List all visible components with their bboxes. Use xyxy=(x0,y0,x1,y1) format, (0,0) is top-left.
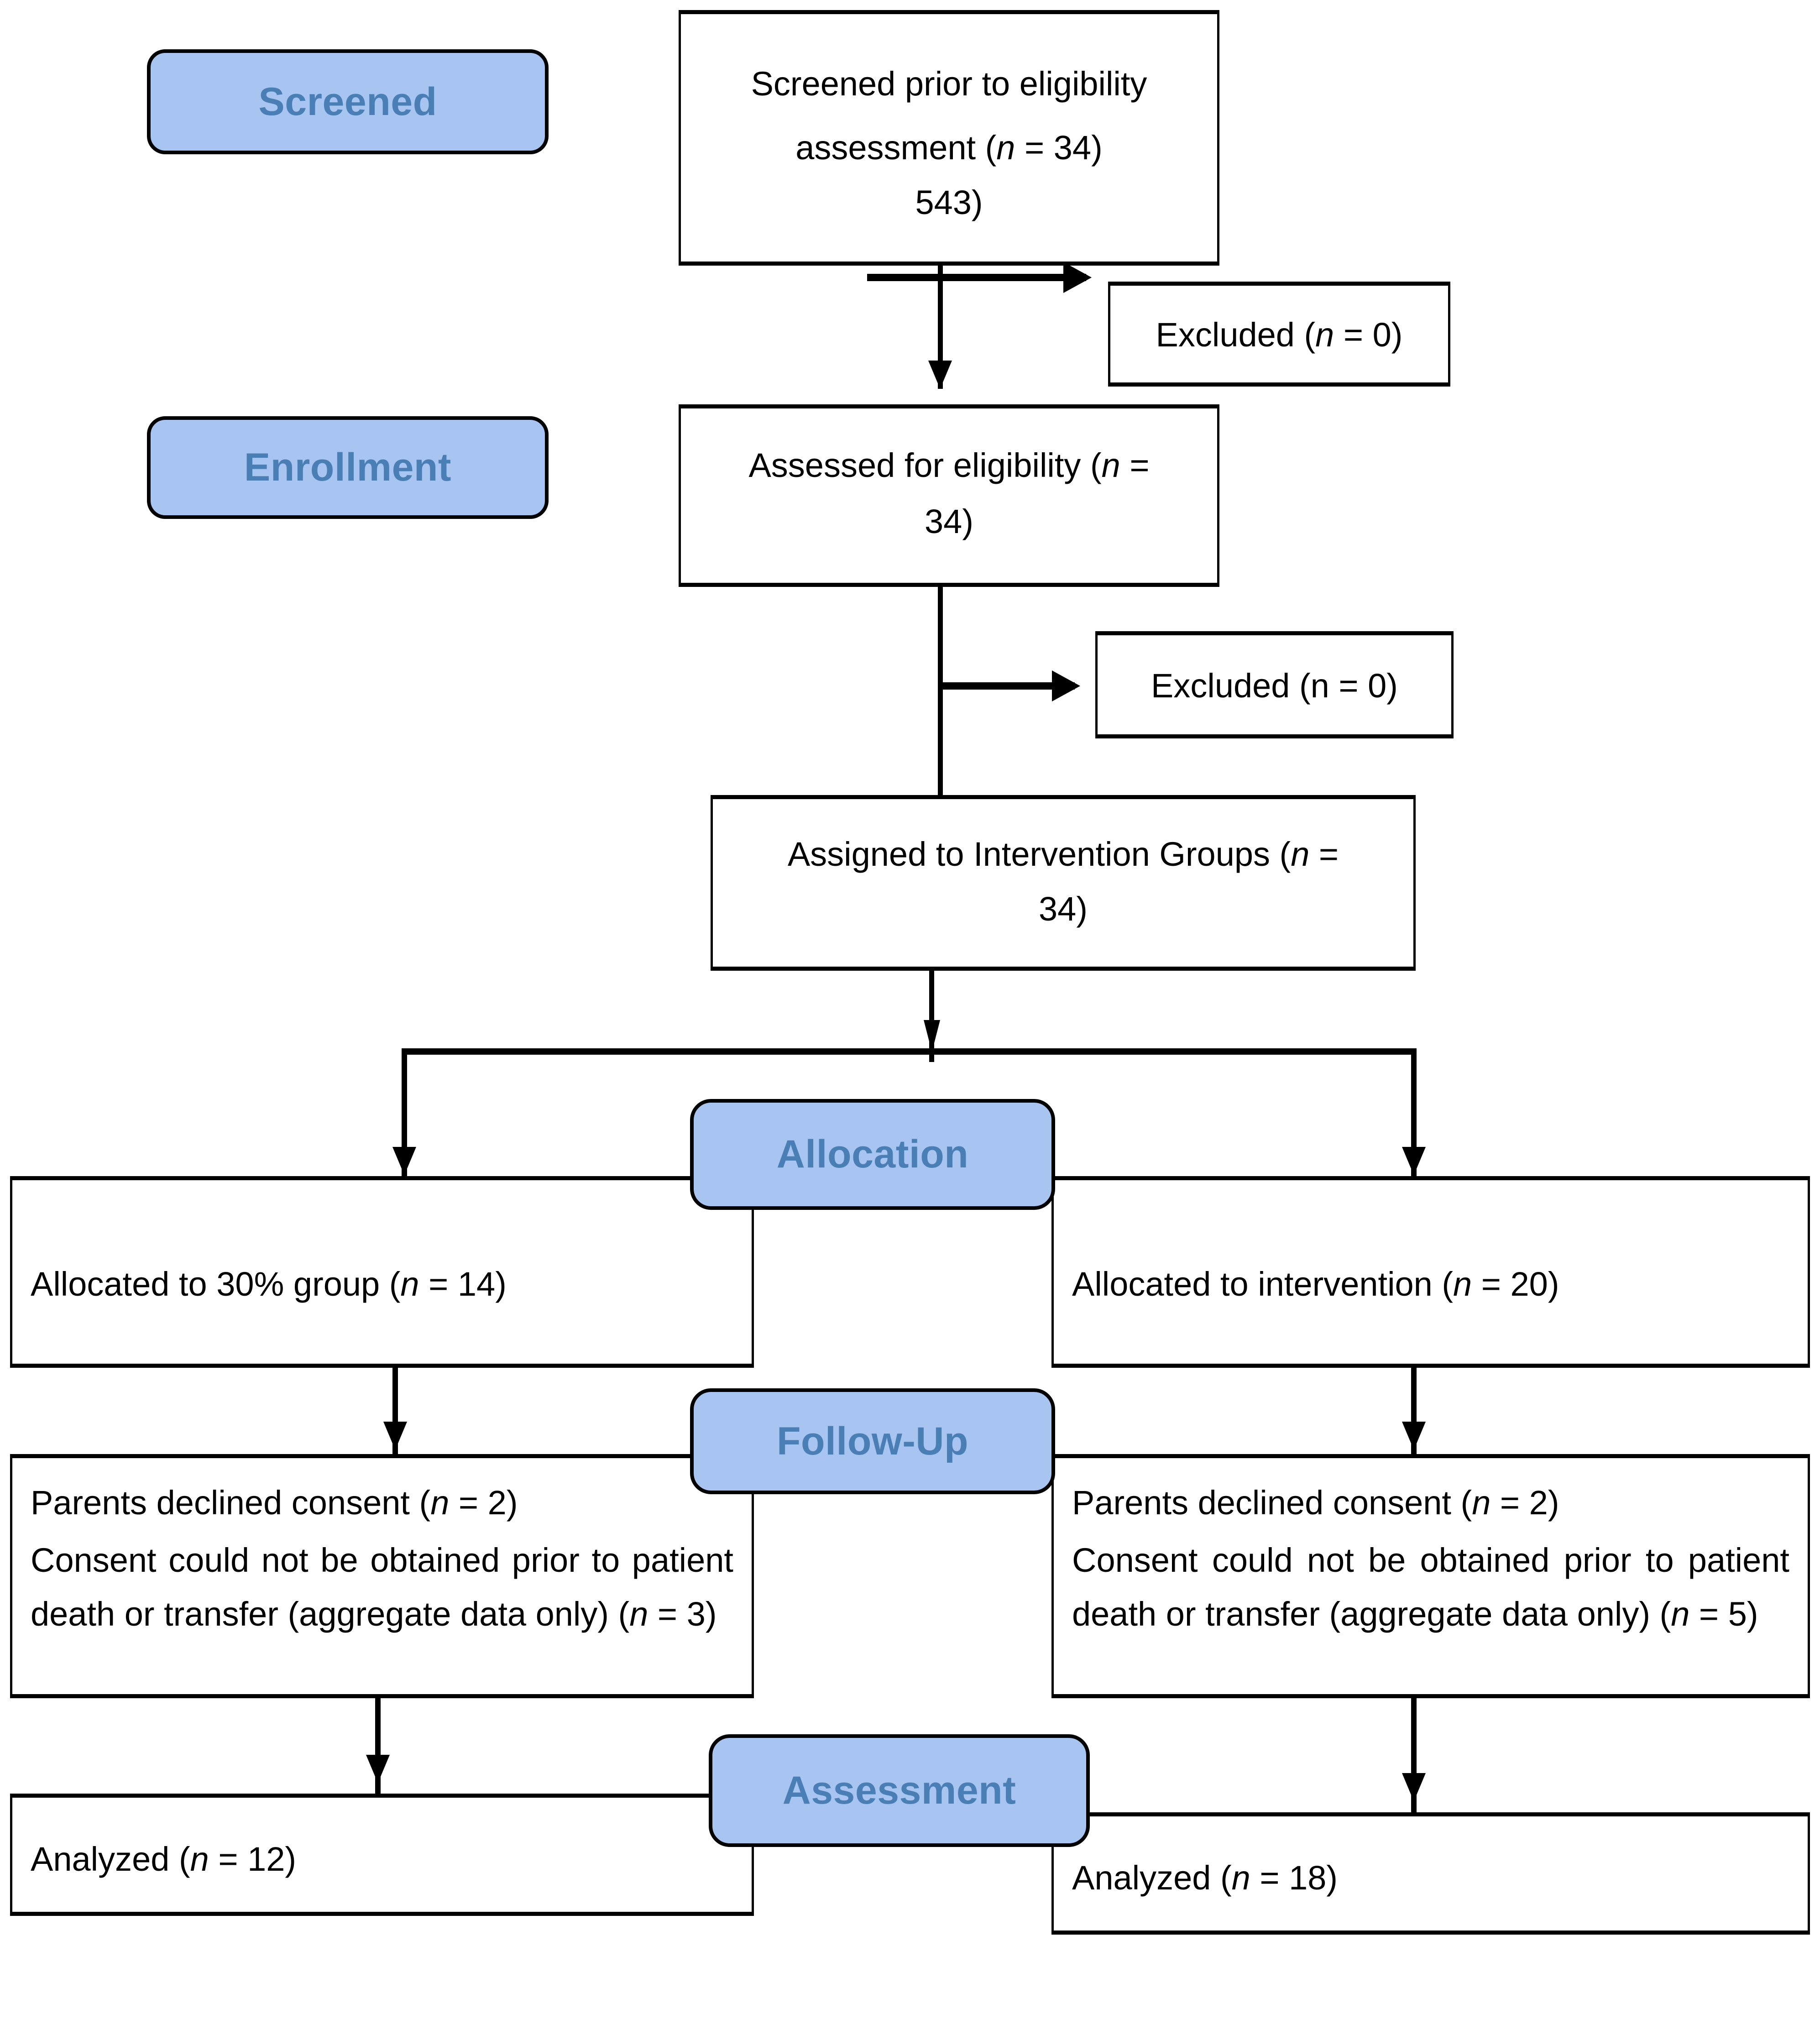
box-allocated-right: Allocated to intervention (n = 20) xyxy=(1051,1176,1810,1368)
box-assigned-line1: Assigned to Intervention Groups (n = xyxy=(787,835,1339,873)
box-analyzed-left-text: Analyzed (n = 12) xyxy=(31,1840,297,1878)
italic-n: n xyxy=(1472,1484,1491,1522)
box-followup-left: Parents declined consent (n = 2) Consent… xyxy=(10,1454,754,1698)
connector-assessed-stem xyxy=(938,587,943,797)
connector-allocation-split-bar xyxy=(402,1048,1417,1055)
arrow-followup-right-to-analyzed xyxy=(1402,1773,1426,1801)
box-screened-line3: 543) xyxy=(915,183,983,221)
arrow-alloc-left-to-followup xyxy=(383,1422,407,1450)
stage-badge-followup: Follow-Up xyxy=(690,1388,1055,1494)
italic-n: n xyxy=(400,1265,419,1303)
box-excluded-top-text: Excluded (n = 0) xyxy=(1156,316,1403,354)
italic-n: n xyxy=(629,1595,649,1633)
box-followup-left-line2: Consent could not be obtained prior to p… xyxy=(31,1541,733,1633)
italic-n: n xyxy=(430,1484,450,1522)
stage-badge-allocation-label: Allocation xyxy=(776,1132,969,1176)
box-followup-right-line2: Consent could not be obtained prior to p… xyxy=(1072,1541,1789,1633)
connector-screened-to-excluded xyxy=(867,274,1086,281)
italic-n: n xyxy=(1231,1859,1250,1897)
box-analyzed-right-text: Analyzed (n = 18) xyxy=(1072,1859,1338,1897)
stage-badge-screened-label: Screened xyxy=(258,79,437,124)
box-analyzed-left: Analyzed (n = 12) xyxy=(10,1794,754,1916)
box-followup-right: Parents declined consent (n = 2) Consent… xyxy=(1051,1454,1810,1698)
stage-badge-enrollment-label: Enrollment xyxy=(244,445,452,489)
italic-n: n xyxy=(996,129,1015,167)
arrow-followup-left-to-analyzed xyxy=(366,1755,390,1783)
stage-badge-allocation: Allocation xyxy=(690,1099,1055,1210)
arrow-screened-to-assessed xyxy=(928,361,952,389)
box-analyzed-right: Analyzed (n = 18) xyxy=(1051,1812,1810,1935)
connector-assigned-stem xyxy=(929,971,934,1062)
italic-n: n xyxy=(1101,446,1120,484)
arrow-split-to-alloc-left xyxy=(392,1147,416,1175)
box-assessed-line2: 34) xyxy=(925,502,973,540)
box-followup-left-line1: Parents declined consent (n = 2) xyxy=(31,1484,518,1522)
italic-n: n xyxy=(190,1840,209,1878)
arrow-screened-to-excluded xyxy=(1063,262,1092,293)
box-allocated-left: Allocated to 30% group (n = 14) xyxy=(10,1176,754,1368)
italic-n: n xyxy=(1291,835,1310,873)
box-excluded-second: Excluded (n = 0) xyxy=(1095,631,1454,738)
connector-screened-stem xyxy=(938,266,943,389)
box-followup-right-line1: Parents declined consent (n = 2) xyxy=(1072,1484,1559,1522)
box-screened-line1-text: Screened prior to eligibility xyxy=(751,65,1147,103)
box-screened: Screened prior to eligibility assessment… xyxy=(679,10,1219,266)
stage-badge-assessment-label: Assessment xyxy=(782,1768,1016,1812)
box-screened-line2: assessment (n = 34) xyxy=(795,129,1103,167)
arrow-split-to-alloc-right xyxy=(1402,1147,1426,1175)
arrow-assigned-to-split xyxy=(924,1020,940,1052)
box-allocated-right-text: Allocated to intervention (n = 20) xyxy=(1072,1265,1559,1303)
italic-n: n xyxy=(1315,316,1334,354)
stage-badge-followup-label: Follow-Up xyxy=(776,1419,969,1463)
box-excluded-second-text: Excluded (n = 0) xyxy=(1151,667,1398,705)
box-assigned-intervention-groups: Assigned to Intervention Groups (n = 34) xyxy=(711,795,1416,971)
italic-n: n xyxy=(1453,1265,1472,1303)
italic-n: n xyxy=(1671,1595,1690,1633)
stage-badge-assessment: Assessment xyxy=(709,1734,1090,1847)
box-assessed-line1: Assessed for eligibility (n = xyxy=(748,446,1150,484)
stage-badge-screened: Screened xyxy=(147,49,549,154)
arrow-alloc-right-to-followup xyxy=(1402,1422,1426,1450)
box-excluded-top: Excluded (n = 0) xyxy=(1108,282,1450,387)
box-assessed-eligibility: Assessed for eligibility (n = 34) xyxy=(679,404,1219,587)
box-screened-line1: Screened prior to eligibility xyxy=(681,64,1217,103)
box-assigned-line2: 34) xyxy=(1039,890,1088,928)
connector-assessed-to-excluded2 xyxy=(938,682,1075,690)
box-allocated-left-text: Allocated to 30% group (n = 14) xyxy=(31,1265,507,1303)
stage-badge-enrollment: Enrollment xyxy=(147,416,549,519)
arrow-assessed-to-excluded2 xyxy=(1052,670,1080,701)
